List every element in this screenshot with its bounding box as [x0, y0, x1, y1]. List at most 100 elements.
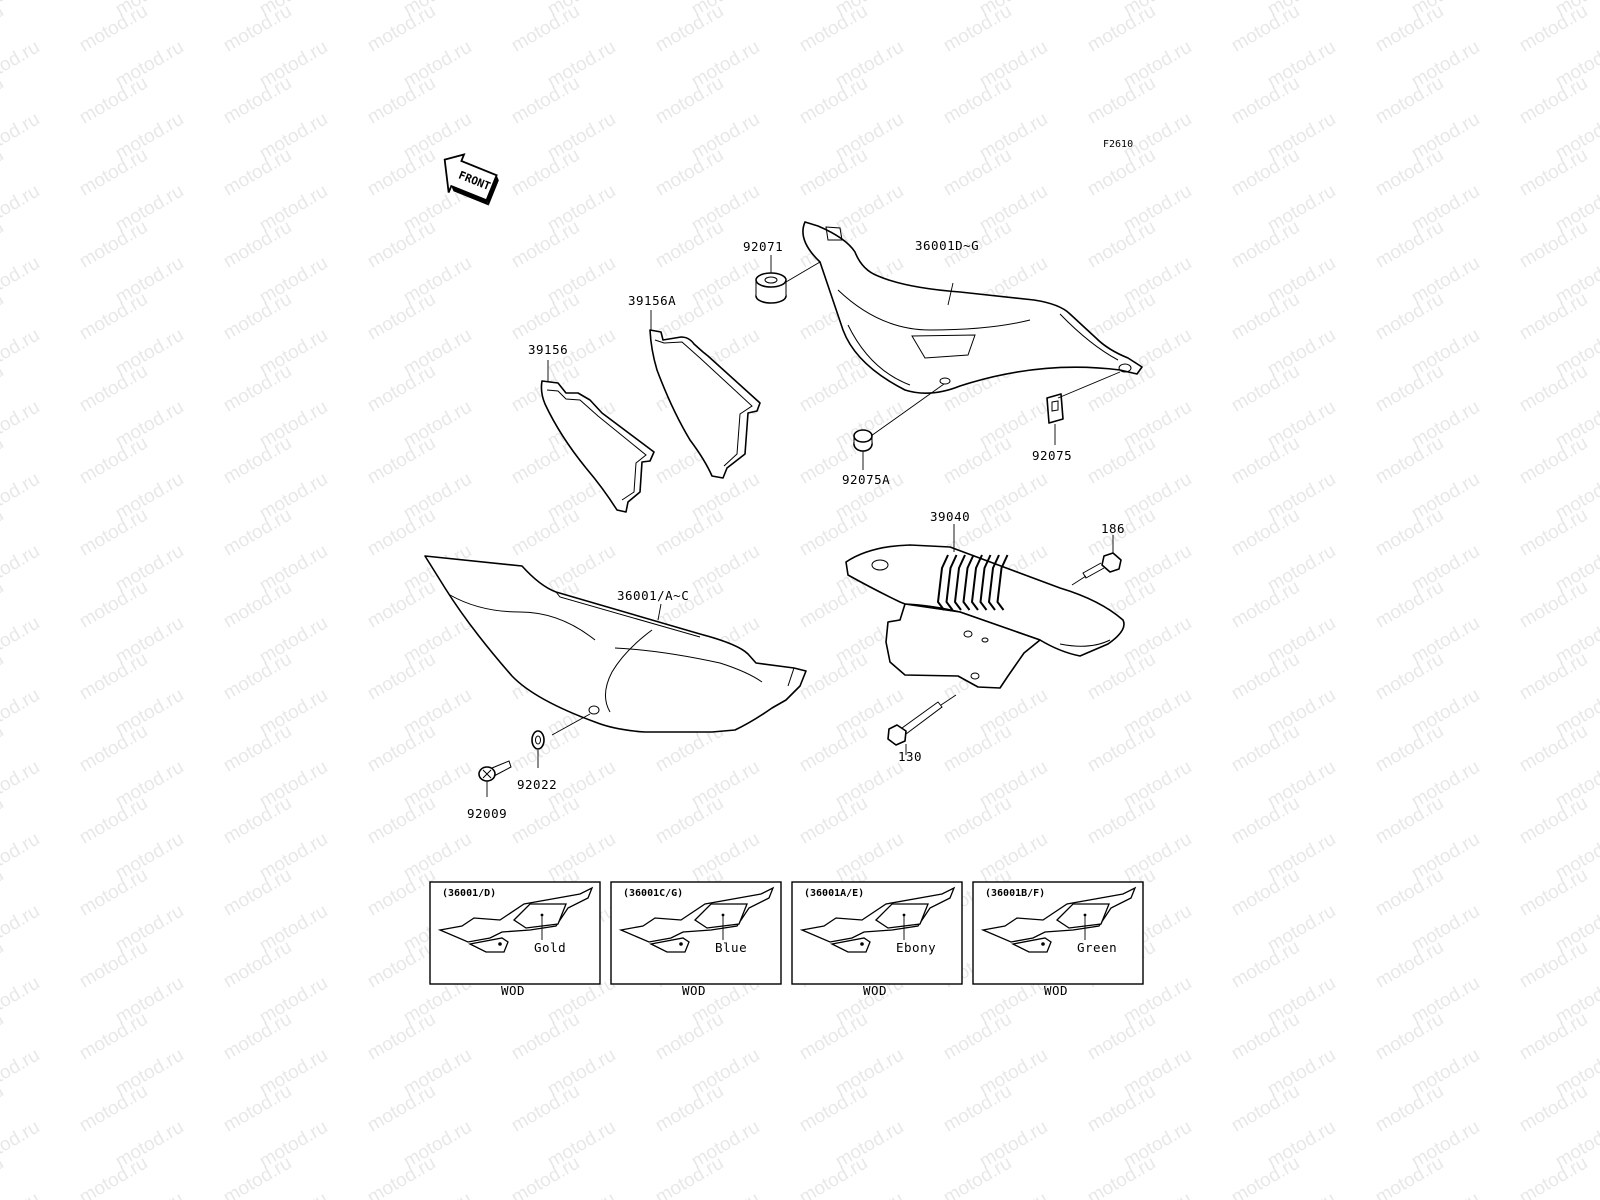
watermark-text: motod.ru: [0, 397, 43, 453]
variant-color-label: Blue: [715, 940, 747, 955]
watermark-text: motod.ru: [0, 613, 43, 669]
watermark-text: motod.ru: [940, 1153, 1015, 1200]
watermark-text: motod.ru: [76, 793, 151, 849]
watermark-text: motod.ru: [1084, 1081, 1159, 1137]
watermark-text: motod.ru: [1084, 73, 1159, 129]
watermark-text: motod.ru: [220, 361, 295, 417]
watermark-text: motod.ru: [796, 73, 871, 129]
watermark-text: motod.ru: [1516, 433, 1591, 489]
watermark-text: motod.ru: [1552, 1189, 1600, 1200]
watermark-text: motod.ru: [0, 649, 7, 705]
watermark-text: motod.ru: [364, 73, 439, 129]
label-130: 130: [898, 749, 922, 764]
watermark-text: motod.ru: [0, 433, 7, 489]
watermark-text: motod.ru: [1516, 577, 1591, 633]
watermark-text: motod.ru: [1516, 145, 1591, 201]
label-39040: 39040: [930, 509, 970, 524]
watermark-text: motod.ru: [76, 1081, 151, 1137]
variant-footer: WOD: [1044, 983, 1068, 998]
watermark-text: motod.ru: [0, 685, 43, 741]
watermark-text: motod.ru: [364, 577, 439, 633]
variant-sketch: [980, 886, 1137, 953]
heat-guard-39040: [845, 524, 1125, 689]
watermark-text: motod.ru: [220, 1009, 295, 1065]
watermark-text: motod.ru: [112, 1189, 187, 1200]
watermark-text: motod.ru: [76, 289, 151, 345]
figure-code: F2610: [1103, 139, 1133, 150]
watermark-text: motod.ru: [1228, 577, 1303, 633]
watermark-text: motod.ru: [1228, 937, 1303, 993]
watermark-text: motod.ru: [364, 649, 439, 705]
watermark-text: motod.ru: [0, 217, 7, 273]
watermark-text: motod.ru: [76, 73, 151, 129]
watermark-text: motod.ru: [0, 829, 43, 885]
watermark-text: motod.ru: [220, 649, 295, 705]
watermark-text: motod.ru: [364, 361, 439, 417]
watermark-text: motod.ru: [1228, 1081, 1303, 1137]
bolt-186: [1071, 535, 1122, 586]
label-92075A: 92075A: [842, 472, 890, 487]
watermark-text: motod.ru: [0, 73, 7, 129]
watermark-text: motod.ru: [940, 73, 1015, 129]
watermark-text: motod.ru: [220, 433, 295, 489]
watermark-text: motod.ru: [796, 793, 871, 849]
watermark-text: motod.ru: [220, 145, 295, 201]
watermark-text: motod.ru: [652, 145, 727, 201]
watermark-text: motod.ru: [0, 1189, 43, 1200]
watermark-text: motod.ru: [76, 433, 151, 489]
watermark-text: motod.ru: [1516, 361, 1591, 417]
watermark-text: motod.ru: [652, 1, 727, 57]
watermark-text: motod.ru: [76, 937, 151, 993]
watermark-text: motod.ru: [652, 73, 727, 129]
watermark-text: motod.ru: [1516, 721, 1591, 777]
watermark-text: motod.ru: [508, 289, 583, 345]
watermark-text: motod.ru: [1228, 649, 1303, 705]
watermark-text: motod.ru: [220, 577, 295, 633]
watermark-text: motod.ru: [0, 469, 43, 525]
washer-92022: [531, 730, 545, 768]
watermark-text: motod.ru: [1516, 865, 1591, 921]
variant-color-label: Ebony: [896, 940, 936, 955]
watermark-text: motod.ru: [0, 253, 43, 309]
watermark-text: motod.ru: [1516, 217, 1591, 273]
watermark-text: motod.ru: [76, 865, 151, 921]
pad-39156: [540, 360, 655, 513]
watermark-text: motod.ru: [940, 793, 1015, 849]
variant-code: (36001A/E): [804, 888, 864, 899]
label-39156: 39156: [528, 342, 568, 357]
watermark-text: motod.ru: [1516, 73, 1591, 129]
watermark-text: motod.ru: [1084, 145, 1159, 201]
variant-footer: WOD: [682, 983, 706, 998]
watermark-text: motod.ru: [220, 73, 295, 129]
watermark-text: motod.ru: [1084, 1, 1159, 57]
watermark-text: motod.ru: [976, 1189, 1051, 1200]
watermark-text: motod.ru: [508, 217, 583, 273]
variant-sketch: [437, 886, 594, 953]
watermark-text: motod.ru: [508, 1, 583, 57]
watermark-text: motod.ru: [1516, 1009, 1591, 1065]
watermark-text: motod.ru: [0, 145, 7, 201]
watermark-text: motod.ru: [400, 1189, 475, 1200]
watermark-text: motod.ru: [652, 1009, 727, 1065]
watermark-text: motod.ru: [796, 361, 871, 417]
variant-sketch: [799, 886, 956, 953]
side-cover-right-36001D-G: [802, 221, 1143, 394]
watermark-text: motod.ru: [364, 937, 439, 993]
watermark-text: motod.ru: [220, 1, 295, 57]
watermark-text: motod.ru: [940, 721, 1015, 777]
watermark-text: motod.ru: [1228, 505, 1303, 561]
watermark-text: motod.ru: [76, 145, 151, 201]
watermark-text: motod.ru: [796, 145, 871, 201]
watermark-text: motod.ru: [796, 1153, 871, 1200]
variant-code: (36001/D): [442, 888, 496, 899]
watermark-text: motod.ru: [1084, 649, 1159, 705]
watermark-text: motod.ru: [364, 865, 439, 921]
watermark-text: motod.ru: [364, 1009, 439, 1065]
watermark-text: motod.ru: [364, 721, 439, 777]
watermark-text: motod.ru: [508, 721, 583, 777]
watermark-text: motod.ru: [1372, 1, 1447, 57]
watermark-text: motod.ru: [1228, 361, 1303, 417]
screw-92009: [478, 760, 512, 797]
